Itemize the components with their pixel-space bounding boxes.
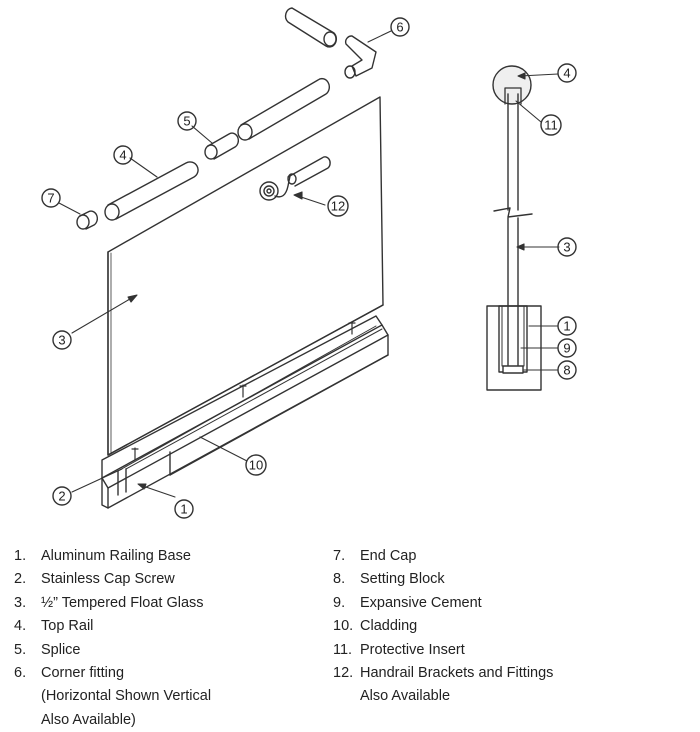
svg-text:1: 1 — [563, 319, 570, 334]
legend-text: Splice — [41, 641, 81, 658]
callout-6: 6 — [390, 17, 410, 37]
corner-fitting — [344, 35, 377, 79]
handrail-bracket — [259, 156, 331, 201]
legend-item-9: 9. Expansive Cement — [333, 592, 693, 615]
svg-text:8: 8 — [563, 363, 570, 378]
top-rail-right — [237, 77, 330, 141]
section-callout-4: 4 — [557, 63, 577, 83]
legend-text: Top Rail — [41, 618, 94, 635]
railing-assembly-diagram: 1 2 3 4 5 6 7 10 12 4 11 3 1 9 8 — [41, 7, 577, 519]
callout-3: 3 — [52, 330, 72, 350]
base-channel — [101, 315, 389, 509]
splice — [204, 132, 240, 160]
legend-item-3: 3. ½” Tempered Float Glass — [14, 592, 314, 615]
legend-item-6: 6. Corner fitting — [14, 662, 314, 685]
svg-text:1: 1 — [180, 502, 187, 517]
svg-text:4: 4 — [119, 148, 126, 163]
legend-number: 6. — [14, 665, 27, 682]
legend-number: 9. — [333, 594, 346, 611]
callout-2: 2 — [52, 486, 72, 506]
legend-item-1: 1. Aluminum Railing Base — [14, 545, 314, 568]
callout-12: 12 — [327, 195, 349, 217]
svg-text:3: 3 — [563, 240, 570, 255]
cap-screws — [131, 321, 356, 461]
end-cap — [76, 210, 99, 230]
svg-text:11: 11 — [544, 118, 558, 133]
callout-10: 10 — [245, 454, 267, 476]
legend-text: Cladding — [360, 618, 418, 635]
upper-rail-segment — [284, 7, 338, 48]
svg-text:10: 10 — [249, 458, 263, 473]
legend-text: Stainless Cap Screw — [41, 571, 175, 588]
legend-number: 11. — [333, 641, 353, 658]
legend-text: Expansive Cement — [360, 594, 482, 611]
legend-continuation: Also Available) — [41, 711, 136, 728]
parts-legend-right: 7. End Cap 8. Setting Block 9. Expansive Ce… — [333, 545, 693, 709]
legend-text: Setting Block — [360, 571, 445, 588]
legend-text: Aluminum Railing Base — [41, 548, 191, 564]
svg-text:3: 3 — [58, 333, 65, 348]
section-callout-1: 1 — [557, 316, 577, 336]
legend-item-11: 11. Protective Insert — [333, 639, 693, 662]
legend-item-12: 12. Handrail Brackets and Fittings — [333, 662, 693, 685]
legend-number: 10. — [333, 618, 354, 635]
section-callout-11: 11 — [540, 114, 562, 136]
legend-text: End Cap — [360, 548, 417, 564]
legend-item-4: 4. Top Rail — [14, 615, 314, 638]
svg-text:9: 9 — [563, 341, 570, 356]
legend-item-5: 5. Splice — [14, 639, 314, 662]
section-callout-9: 9 — [557, 338, 577, 358]
legend-text: Protective Insert — [360, 641, 465, 658]
legend-number: 4. — [14, 618, 27, 635]
callout-4: 4 — [113, 145, 133, 165]
legend-item-7: 7. End Cap — [333, 545, 693, 568]
svg-text:4: 4 — [563, 66, 570, 81]
legend-text: Handrail Brackets and Fittings — [360, 665, 554, 682]
top-rail-left — [104, 161, 199, 221]
legend-number: 12. — [333, 665, 354, 682]
parts-legend-left: 1. Aluminum Railing Base 2. Stainless Cap … — [14, 545, 314, 732]
callout-7: 7 — [41, 188, 61, 208]
section-callout-8: 8 — [557, 360, 577, 380]
legend-continuation: Also Available — [360, 688, 451, 705]
svg-text:6: 6 — [396, 20, 403, 35]
legend-continuation: (Horizontal Shown Vertical — [41, 688, 212, 705]
svg-text:12: 12 — [331, 199, 345, 214]
legend-item-2: 2. Stainless Cap Screw — [14, 568, 314, 591]
legend-number: 8. — [333, 571, 346, 588]
legend-text: ½” Tempered Float Glass — [41, 594, 204, 611]
leader-lines — [58, 30, 392, 498]
legend-text: Corner fitting — [41, 665, 125, 682]
svg-text:5: 5 — [183, 114, 190, 129]
legend-number: 3. — [14, 594, 27, 611]
callout-5: 5 — [177, 111, 197, 131]
legend-number: 7. — [333, 548, 346, 564]
legend-number: 1. — [14, 548, 27, 564]
legend-number: 5. — [14, 641, 27, 658]
section-leader-lines — [515, 72, 560, 371]
legend-item-8: 8. Setting Block — [333, 568, 693, 591]
svg-text:2: 2 — [58, 489, 65, 504]
section-callout-3: 3 — [557, 237, 577, 257]
callout-1: 1 — [174, 499, 194, 519]
svg-text:7: 7 — [47, 191, 54, 206]
glass-panel — [107, 96, 384, 456]
legend-item-10: 10. Cladding — [333, 615, 693, 638]
legend-number: 2. — [14, 571, 27, 588]
